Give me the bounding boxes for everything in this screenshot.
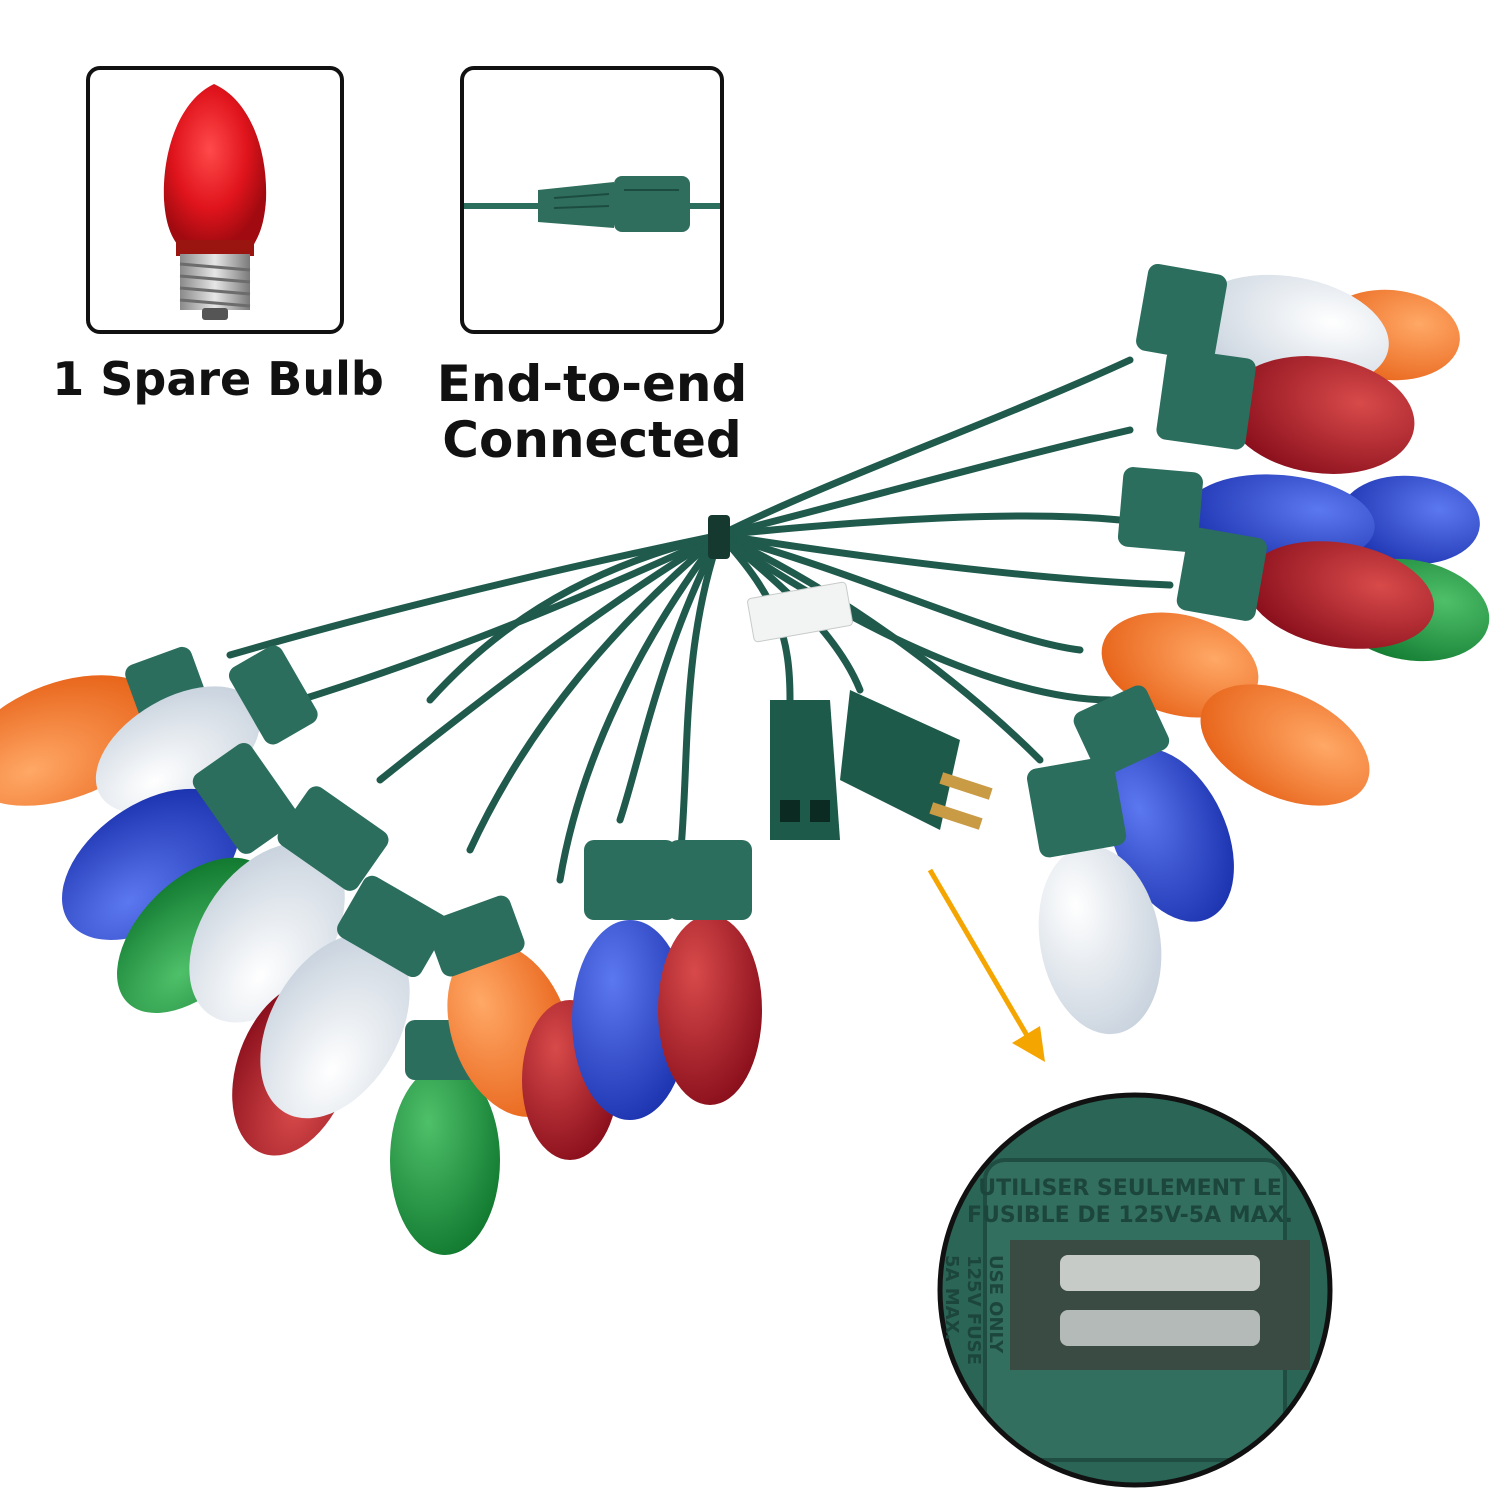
fuse-label-line2: FUSIBLE DE 125V-5A MAX. (967, 1203, 1293, 1228)
cord-tag (747, 581, 853, 643)
power-plug (770, 690, 993, 840)
end-to-end-caption-line1: End-to-end (436, 355, 748, 413)
end-to-end-caption: End-to-end Connected (420, 356, 764, 468)
end-connector-image (464, 176, 720, 232)
spare-bulb-panel (86, 66, 344, 334)
bulb-red-right (1176, 527, 1434, 649)
bulb-white-mid-2 (260, 875, 448, 1119)
bulb-red-top-right (1156, 348, 1415, 474)
spare-bulb-image (163, 84, 267, 320)
fuse-label-line5: 5A MAX. (941, 1255, 962, 1340)
spare-bulb-caption: 1 Spare Bulb (52, 352, 384, 406)
end-to-end-caption-line2: Connected (442, 411, 742, 469)
fuse-label-line3: USE ONLY (985, 1255, 1006, 1354)
bulb-red-bottom-right (658, 840, 762, 1105)
bulb-blue-right-back (1340, 475, 1480, 565)
bulb-blue-bottom (572, 840, 688, 1120)
connector-panel (460, 66, 724, 334)
wire-bundle (226, 356, 1174, 884)
arrow-to-fuse (927, 868, 1045, 1062)
fuse-label-line4: 125V FUSE (963, 1255, 984, 1365)
bulb-orange-right-2 (1200, 684, 1370, 806)
fuse-label-line1: UTILISER SEULEMENT LE (978, 1176, 1282, 1201)
fuse-magnifier (937, 1092, 1333, 1488)
zip-tie (708, 515, 730, 559)
bulb-white-right-low (1026, 756, 1162, 1035)
